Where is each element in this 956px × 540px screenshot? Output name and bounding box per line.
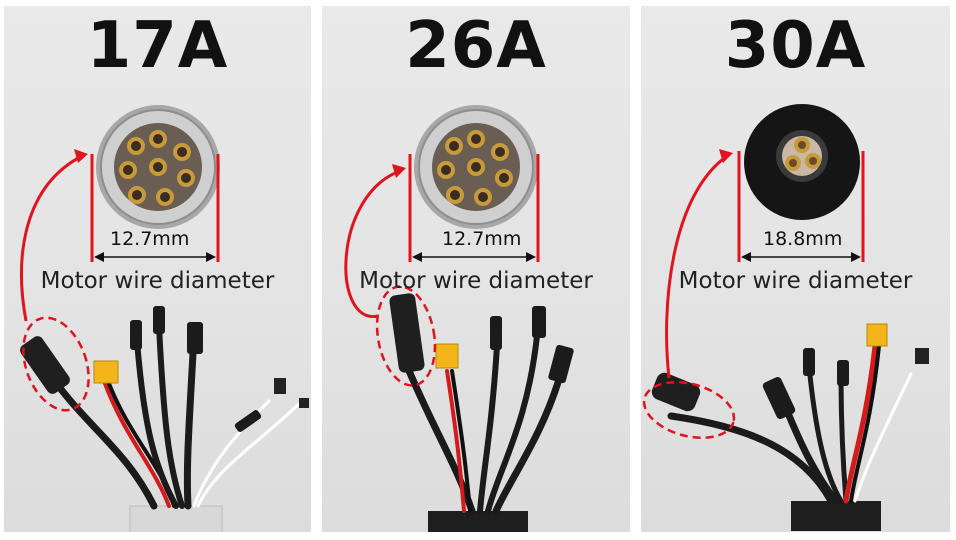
- diameter-measurement: 12.7mm: [110, 228, 190, 250]
- caption-motor-wire-diameter: Motor wire diameter: [40, 268, 275, 294]
- controller-photo-17a: [20, 105, 309, 532]
- caption-motor-wire-diameter: Motor wire diameter: [678, 268, 913, 294]
- controller-panel-17a: 17A 12.7mm Motor wire diameter: [4, 6, 311, 532]
- current-rating-title: 30A: [724, 9, 867, 83]
- current-rating-title: 26A: [405, 9, 547, 83]
- controller-photo-30a: [642, 104, 929, 531]
- diameter-measurement: 18.8mm: [763, 228, 843, 250]
- controller-panel-26a: 26A 12.7mm Motor wire diameter: [322, 6, 630, 532]
- caption-motor-wire-diameter: Motor wire diameter: [359, 268, 593, 294]
- controller-photo-26a: [344, 105, 574, 532]
- current-rating-title: 17A: [86, 9, 229, 83]
- controller-panel-30a: 30A 18.8mm Motor wire diameter: [641, 6, 950, 532]
- diameter-measurement: 12.7mm: [442, 228, 522, 250]
